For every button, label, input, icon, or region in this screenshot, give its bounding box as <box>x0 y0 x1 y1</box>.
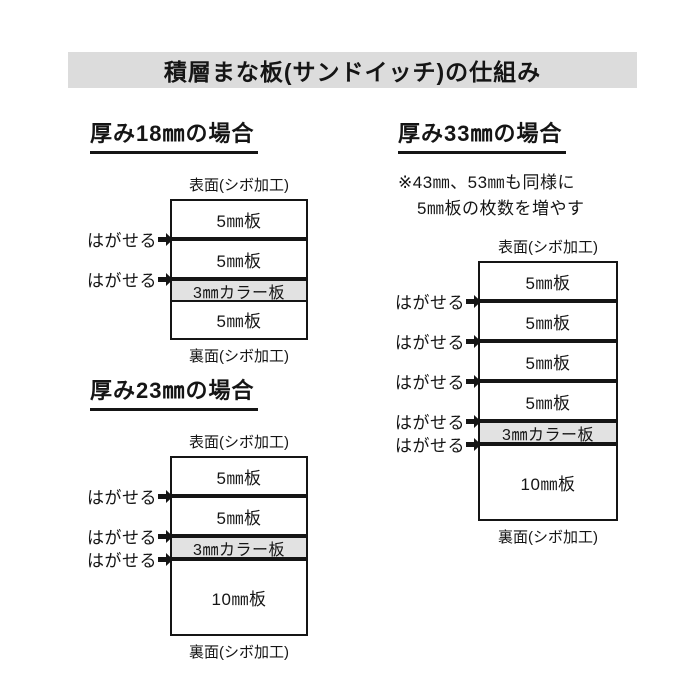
plate-layer: 5㎜板 <box>172 201 306 237</box>
surface-label: 表面(シボ加工) <box>189 434 289 451</box>
peel-arrow-label: はがせる <box>395 432 481 457</box>
glue-line <box>172 300 306 302</box>
note-line-1: ※43㎜、53㎜も同様に <box>398 173 576 192</box>
peel-arrow-label: はがせる <box>395 289 481 314</box>
diagram-33mm-note: ※43㎜、53㎜も同様に 5㎜板の枚数を増やす <box>398 170 618 222</box>
peel-text: はがせる <box>87 488 157 508</box>
plate-layer: 10㎜板 <box>480 446 616 519</box>
back-label: 裏面(シボ加工) <box>498 529 598 546</box>
back-label: 裏面(シボ加工) <box>189 347 289 365</box>
peel-separation-line <box>480 419 616 423</box>
peel-separation-line <box>480 442 616 446</box>
page-title: 積層まな板(サンドイッチ)の仕組み <box>163 59 542 85</box>
plate-layer: 5㎜板 <box>172 301 306 338</box>
peel-arrow-label: はがせる <box>87 547 173 572</box>
diagram-18mm-heading: 厚み18㎜の場合 <box>90 116 259 154</box>
plate-layer: 5㎜板 <box>172 498 306 534</box>
peel-text: はがせる <box>395 436 465 456</box>
plate-layer: 5㎜板 <box>480 343 616 379</box>
peel-arrow-label: はがせる <box>395 329 481 354</box>
peel-text: はがせる <box>395 333 465 353</box>
peel-text: はがせる <box>395 373 465 393</box>
color-plate-layer: 3㎜カラー板 <box>480 423 616 444</box>
peel-arrow-label: はがせる <box>87 484 173 509</box>
note-line-2: 5㎜板の枚数を増やす <box>417 199 585 218</box>
peel-text: はがせる <box>395 413 465 433</box>
peel-arrow-icon <box>466 334 481 348</box>
peel-separation-line <box>480 299 616 303</box>
peel-arrow-icon <box>158 529 173 543</box>
title-bar: 積層まな板(サンドイッチ)の仕組み <box>68 52 637 88</box>
peel-text: はがせる <box>87 551 157 571</box>
peel-separation-line <box>480 379 616 383</box>
peel-arrow-label: はがせる <box>87 267 173 292</box>
plate-layer: 5㎜板 <box>172 458 306 494</box>
plate-layer: 10㎜板 <box>172 561 306 634</box>
plate-layer: 5㎜板 <box>480 263 616 299</box>
diagram-23mm-heading: 厚み23㎜の場合 <box>90 373 259 411</box>
peel-arrow-icon <box>158 232 173 246</box>
peel-text: はがせる <box>87 271 157 291</box>
peel-arrow-icon <box>466 414 481 428</box>
peel-separation-line <box>480 339 616 343</box>
peel-arrow-label: はがせる <box>395 369 481 394</box>
plate-layer: 5㎜板 <box>172 241 306 277</box>
peel-separation-line <box>172 557 306 561</box>
peel-text: はがせる <box>87 528 157 548</box>
peel-arrow-icon <box>158 272 173 286</box>
peel-arrow-icon <box>466 437 481 451</box>
plate-layer: 5㎜板 <box>480 303 616 339</box>
surface-label: 表面(シボ加工) <box>498 239 598 256</box>
peel-separation-line <box>172 237 306 241</box>
peel-arrow-icon <box>158 489 173 503</box>
diagram-33mm: 厚み33㎜の場合 ※43㎜、53㎜も同様に 5㎜板の枚数を増やす 表面(シボ加工… <box>395 116 618 547</box>
peel-arrow-label: はがせる <box>87 227 173 252</box>
peel-text: はがせる <box>395 293 465 313</box>
peel-arrow-icon <box>466 374 481 388</box>
color-plate-layer: 3㎜カラー板 <box>172 281 306 302</box>
peel-separation-line <box>172 277 306 281</box>
plate-layer: 5㎜板 <box>480 383 616 419</box>
back-label: 裏面(シボ加工) <box>189 644 289 661</box>
surface-label: 表面(シボ加工) <box>189 177 289 194</box>
peel-separation-line <box>172 534 306 538</box>
color-plate-layer: 3㎜カラー板 <box>172 538 306 559</box>
peel-arrow-icon <box>466 294 481 308</box>
peel-text: はがせる <box>87 231 157 251</box>
peel-separation-line <box>172 494 306 498</box>
peel-arrow-icon <box>158 552 173 566</box>
peel-arrow-label: はがせる <box>395 409 481 434</box>
peel-arrow-label: はがせる <box>87 524 173 549</box>
diagram-33mm-heading: 厚み33㎜の場合 <box>398 116 567 154</box>
